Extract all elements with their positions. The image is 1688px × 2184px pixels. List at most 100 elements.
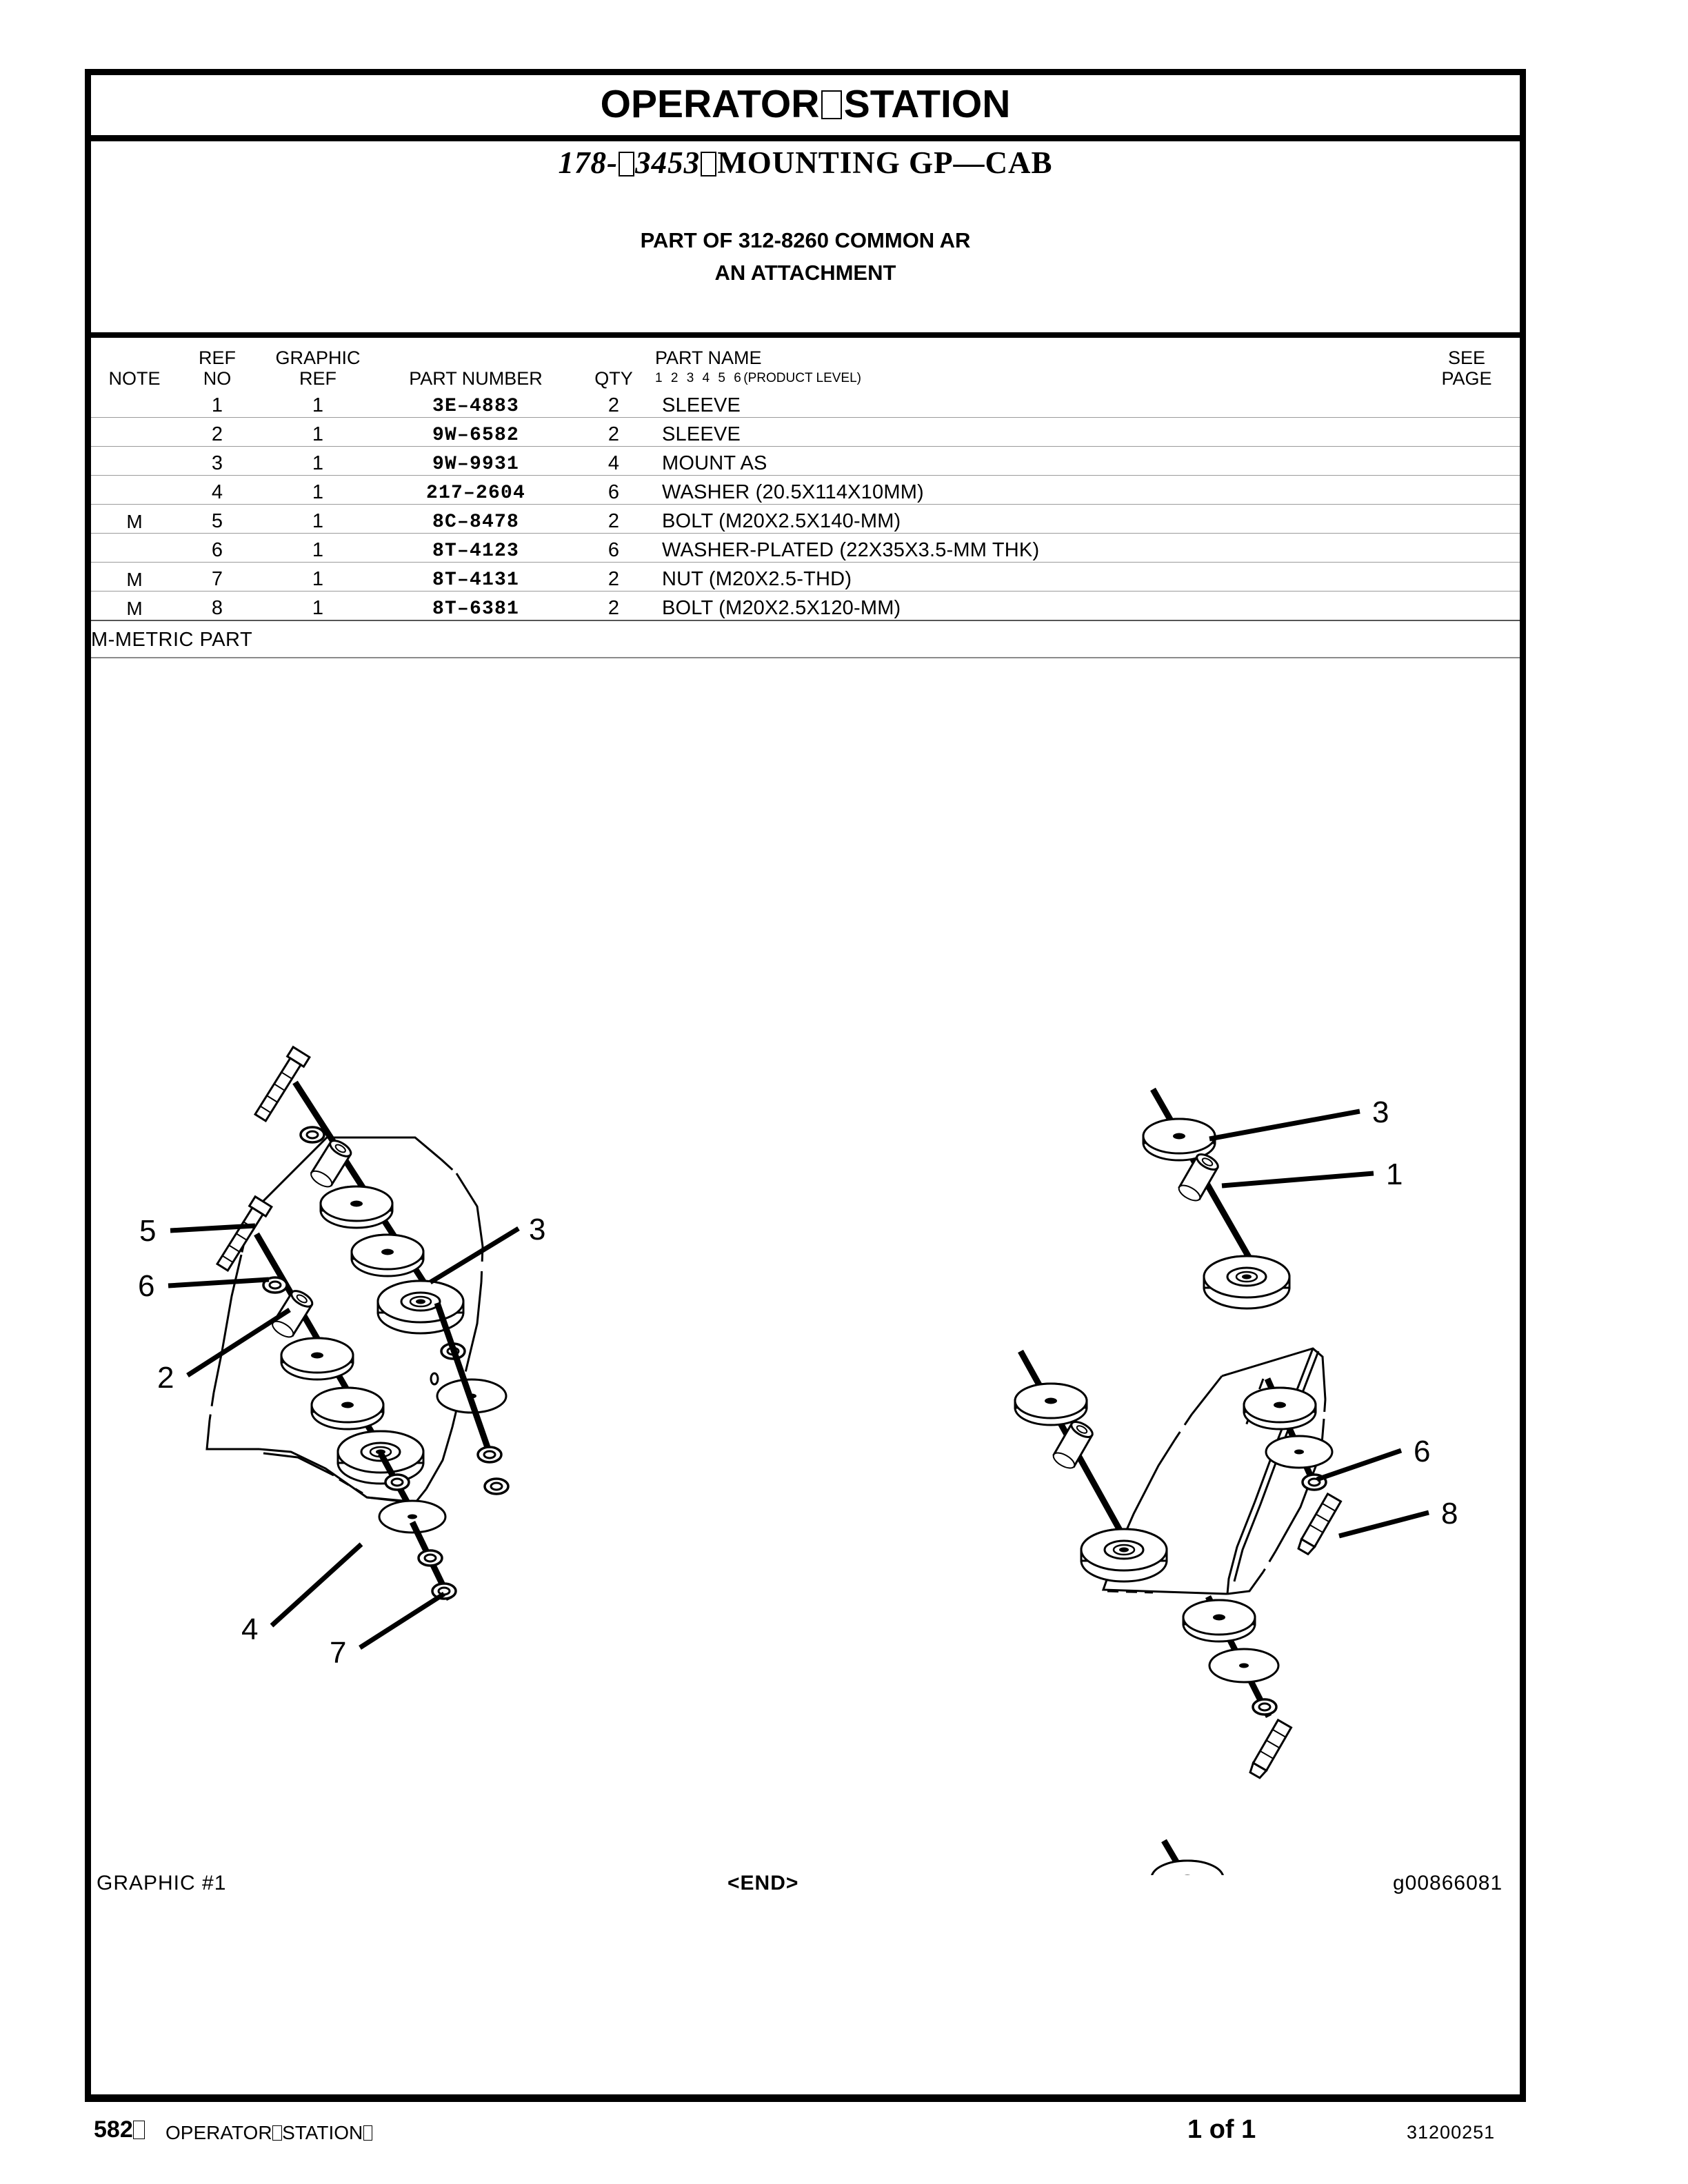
cell-see-page — [1414, 417, 1520, 447]
right-fastener-stack-main — [1142, 1087, 1291, 1310]
subtitle-line-2: AN ATTACHMENT — [714, 261, 896, 285]
right-fastener-stack-left — [1014, 1349, 1168, 1583]
assembly-number-prefix: 178- — [558, 145, 618, 180]
subtitle-block: PART OF 312-8260 COMMON AR AN ATTACHMENT — [91, 224, 1520, 289]
column-header-part-name: PART NAME 1 2 3 4 5 6(PRODUCT LEVEL) — [655, 338, 1414, 389]
left-assembly-group: 5 6 2 3 4 7 — [138, 1046, 545, 1670]
rule-under-title-block — [85, 332, 1526, 338]
cell-ref-no: 8 — [178, 591, 257, 621]
right-callout-leaders — [1209, 1109, 1429, 1539]
cell-see-page — [1414, 475, 1520, 505]
column-header-see-page-line1: SEE — [1447, 347, 1486, 368]
washer-icon — [1243, 1386, 1317, 1430]
callout-label-5: 5 — [139, 1214, 156, 1248]
exploded-assembly-drawing: 5 6 2 3 4 7 — [91, 662, 1520, 1875]
graphic-id: g00866081 — [1393, 1872, 1503, 1894]
cell-graphic-ref: 1 — [257, 417, 379, 447]
column-header-see-page: SEE PAGE — [1414, 338, 1520, 389]
cell-note: M — [91, 504, 178, 534]
callout-label-2: 2 — [157, 1361, 174, 1395]
cell-part-name: WASHER (20.5X114X10MM) — [655, 475, 1414, 505]
table-header-row: NOTE REF NO GRAPHIC REF PART NUMBER QTY … — [91, 338, 1520, 389]
footer-document-number: 31200251 — [1407, 2122, 1496, 2143]
left-callout-leaders — [168, 1223, 520, 1650]
washer-icon — [319, 1185, 394, 1229]
cell-part-number: 8T–4123 — [379, 533, 572, 563]
callout-label-3: 3 — [529, 1213, 545, 1246]
callout-label-6: 6 — [1414, 1435, 1430, 1468]
column-header-see-page-line2: PAGE — [1441, 368, 1492, 389]
nut-icon — [384, 1473, 410, 1491]
left-fastener-stack-secondary — [213, 1195, 457, 1601]
left-fastener-stack-primary — [251, 1046, 510, 1495]
end-marker: <END> — [727, 1872, 799, 1894]
missing-glyph-box — [272, 2125, 282, 2141]
cell-part-name: SLEEVE — [655, 417, 1414, 447]
cell-part-name: MOUNT AS — [655, 446, 1414, 476]
section-title-word-2: STATION — [843, 82, 1011, 126]
assembly-diagram-svg: 5 6 2 3 4 7 — [138, 1046, 1458, 1875]
callout-label-7: 7 — [330, 1636, 346, 1670]
cell-see-page — [1414, 591, 1520, 621]
rule-bottom-border — [85, 2094, 1526, 2102]
column-header-graphic-ref-line2: REF — [299, 368, 336, 389]
cell-graphic-ref: 1 — [257, 591, 379, 621]
mount-as-icon — [1080, 1528, 1168, 1583]
cell-part-number: 8C–8478 — [379, 504, 572, 534]
subtitle-line-1: PART OF 312-8260 COMMON AR — [640, 228, 971, 252]
cell-graphic-ref: 1 — [257, 504, 379, 534]
cell-note — [91, 475, 178, 505]
cell-ref-no: 1 — [178, 389, 257, 418]
cell-note: M — [91, 591, 178, 621]
missing-glyph-box — [821, 90, 842, 120]
cell-note — [91, 446, 178, 476]
cell-part-number: 8T–6381 — [379, 591, 572, 621]
footer-page-number: 582 — [94, 2116, 145, 2143]
cell-part-number: 9W–6582 — [379, 417, 572, 447]
cell-part-number: 217–2604 — [379, 475, 572, 505]
cell-qty: 2 — [572, 591, 655, 621]
washer-icon — [1208, 1648, 1280, 1684]
bolt-icon — [1297, 1492, 1343, 1556]
cell-part-name: SLEEVE — [655, 389, 1414, 418]
column-header-ref-no-line1: REF — [199, 347, 236, 368]
cell-part-name: BOLT (M20X2.5X140-MM) — [655, 504, 1414, 534]
product-level-label: (PRODUCT LEVEL) — [743, 371, 861, 385]
cell-graphic-ref: 1 — [257, 389, 379, 418]
callout-label-8: 8 — [1441, 1497, 1458, 1530]
cell-ref-no: 6 — [178, 533, 257, 563]
mount-as-icon — [1203, 1255, 1291, 1310]
cell-graphic-ref: 1 — [257, 475, 379, 505]
cell-part-number: 9W–9931 — [379, 446, 572, 476]
right-fastener-stack-top — [1150, 1839, 1225, 1875]
nut-icon — [483, 1477, 510, 1495]
assembly-number-suffix: 3453 — [635, 145, 701, 180]
rule-top-border — [85, 69, 1526, 75]
cell-see-page — [1414, 504, 1520, 534]
column-header-qty-label: QTY — [594, 368, 633, 389]
column-header-graphic-ref: GRAPHIC REF — [257, 338, 379, 389]
cell-part-name: NUT (M20X2.5-THD) — [655, 562, 1414, 592]
cell-ref-no: 7 — [178, 562, 257, 592]
washer-icon — [1182, 1599, 1256, 1643]
column-header-graphic-ref-line1: GRAPHIC — [275, 347, 361, 368]
cell-qty: 4 — [572, 446, 655, 476]
cell-note: M — [91, 562, 178, 592]
footer-page-of: 1 of 1 — [1187, 2115, 1256, 2144]
parts-table: NOTE REF NO GRAPHIC REF PART NUMBER QTY … — [91, 338, 1520, 621]
callout-label-3: 3 — [1372, 1095, 1389, 1129]
washer-icon — [350, 1233, 425, 1277]
cell-see-page — [1414, 533, 1520, 563]
missing-glyph-box — [363, 2125, 373, 2141]
bolt-icon — [213, 1195, 273, 1274]
cell-graphic-ref: 1 — [257, 446, 379, 476]
cell-graphic-ref: 1 — [257, 562, 379, 592]
